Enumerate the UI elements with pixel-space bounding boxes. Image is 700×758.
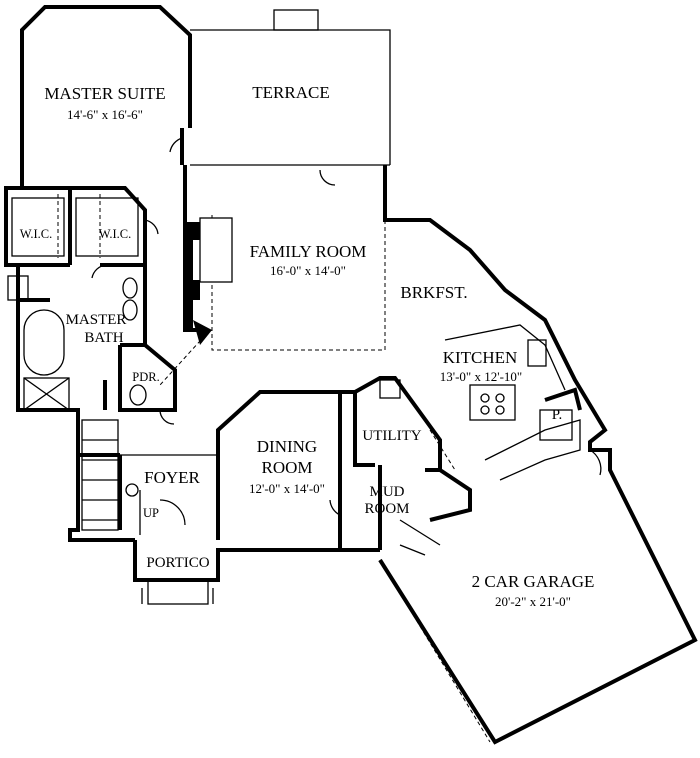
garage-size: 20'-2" x 21'-0"	[495, 594, 571, 609]
family-room-size: 16'-0" x 14'-0"	[270, 263, 346, 278]
mud-room-line2: ROOM	[364, 501, 409, 517]
exterior-walls	[4, 5, 698, 745]
master-suite-size: 14'-6" x 16'-6"	[67, 107, 143, 122]
master-bath-line2: BATH	[84, 330, 123, 346]
brkfst-name: BRKFST.	[400, 283, 467, 302]
terrace-name: TERRACE	[252, 83, 329, 102]
garage-name: 2 CAR GARAGE	[472, 572, 595, 591]
master-suite-name: MASTER SUITE	[44, 84, 165, 103]
kitchen-name: KITCHEN	[443, 348, 518, 367]
fireplace	[186, 217, 233, 345]
pantry-name: P.	[552, 407, 562, 423]
dining-room-line1: DINING	[257, 437, 317, 456]
room-labels: MASTER SUITE 14'-6" x 16'-6" TERRACE FAM…	[20, 83, 595, 609]
pdr-name: PDR.	[132, 370, 159, 384]
dining-room-line2: ROOM	[261, 458, 312, 477]
foyer-name: FOYER	[144, 468, 200, 487]
doors	[91, 137, 602, 526]
wic-right-name: W.I.C.	[99, 227, 132, 241]
family-room-name: FAMILY ROOM	[250, 242, 367, 261]
portico-name: PORTICO	[146, 555, 209, 571]
dashed-lines	[57, 194, 491, 743]
wic-left-name: W.I.C.	[20, 227, 53, 241]
utility-name: UTILITY	[362, 428, 421, 444]
master-bath-line1: MASTER	[66, 312, 127, 328]
kitchen-size: 13'-0" x 12'-10"	[440, 369, 522, 384]
dining-room-size: 12'-0" x 14'-0"	[249, 481, 325, 496]
stair-up-label: UP	[143, 506, 159, 520]
interior-walls	[7, 186, 582, 556]
mud-room-line1: MUD	[369, 484, 404, 500]
